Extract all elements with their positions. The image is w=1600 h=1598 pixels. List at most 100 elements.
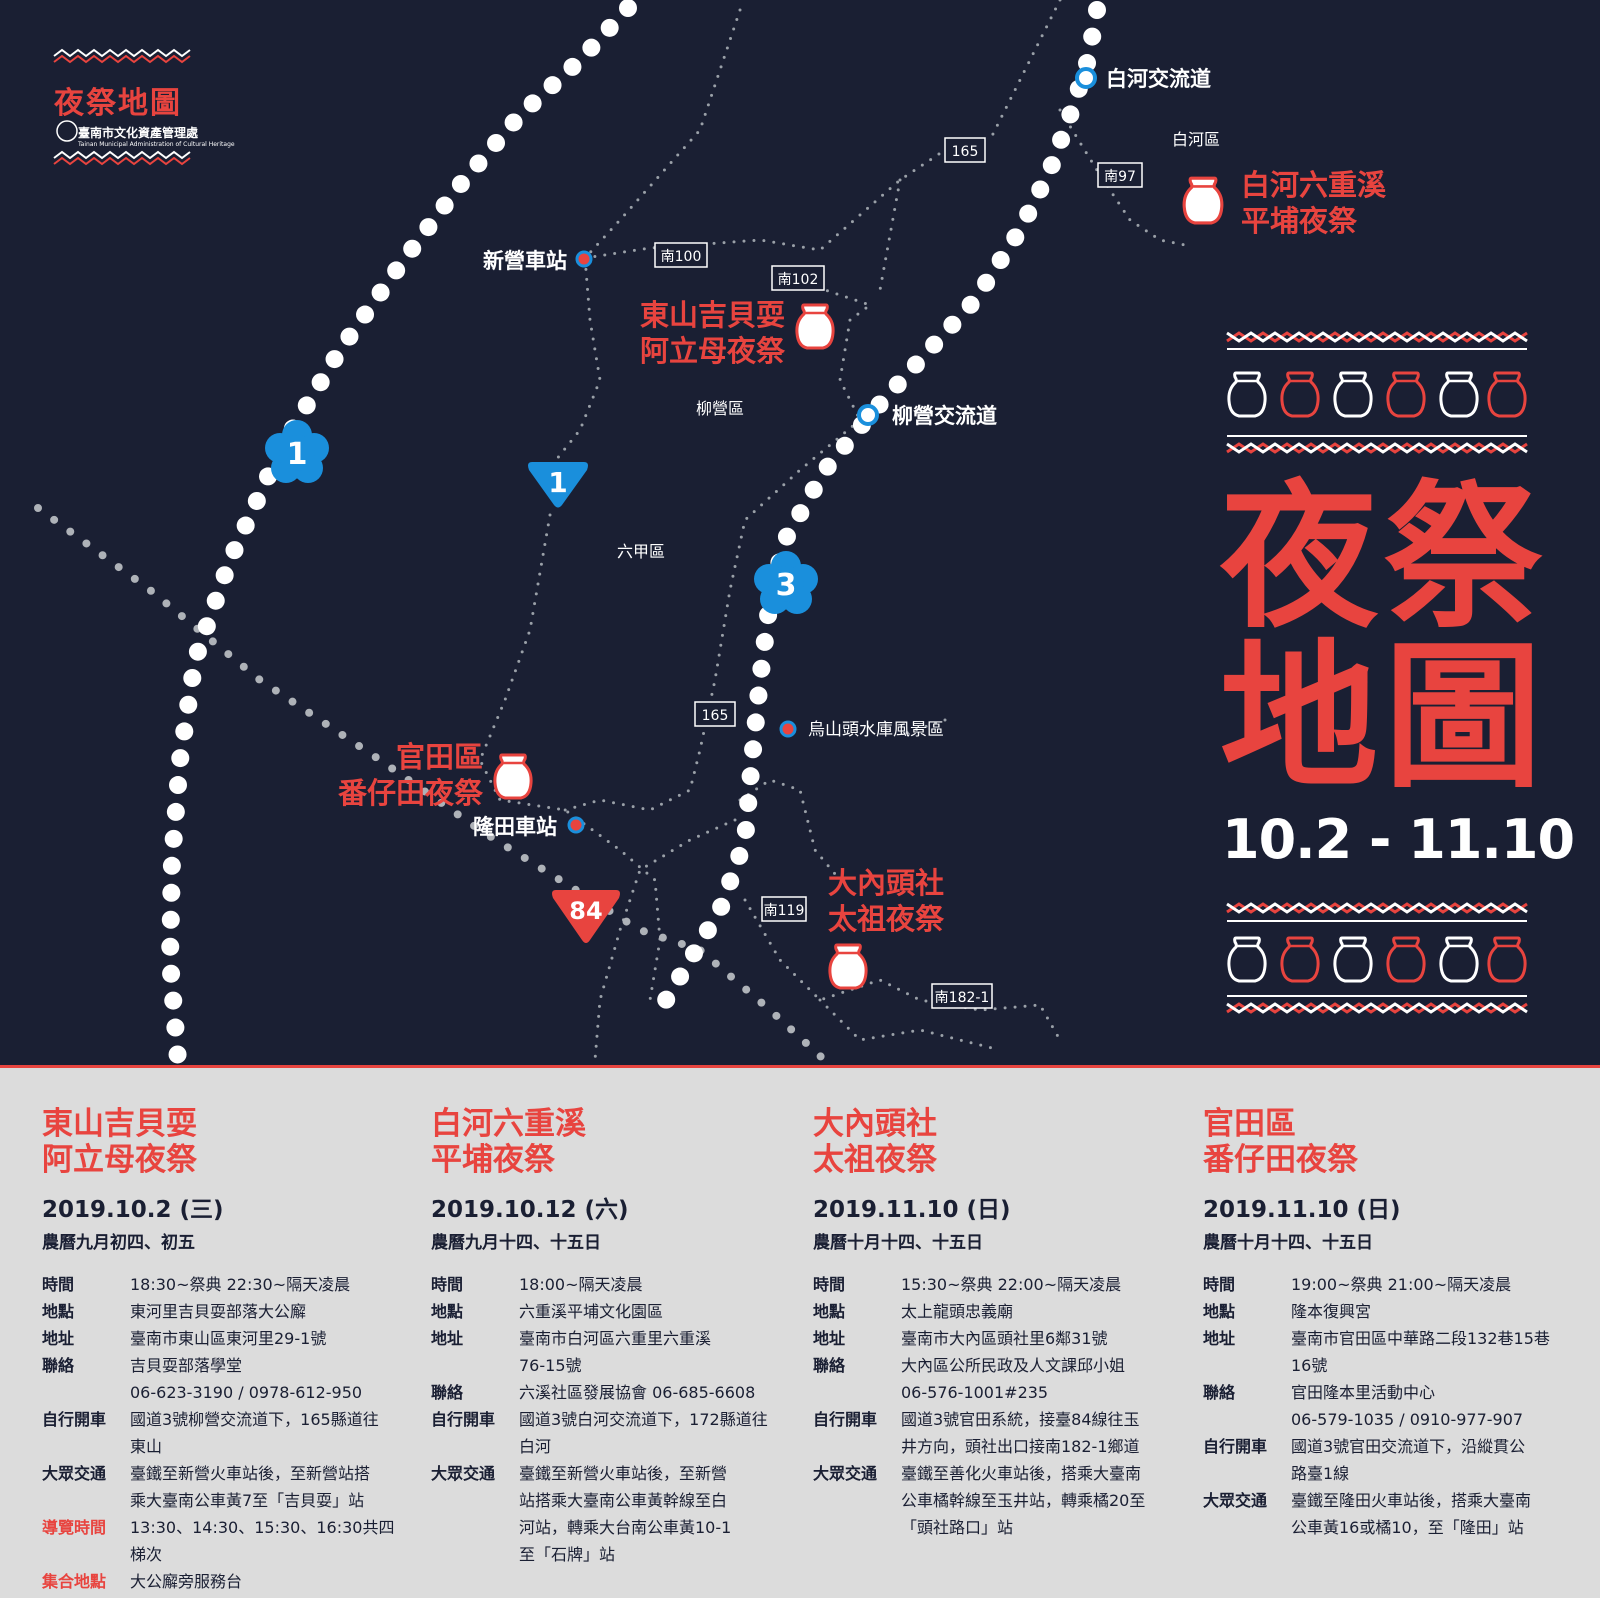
detail-key: 聯絡 bbox=[431, 1383, 464, 1402]
event-title: 大內頭社 太祖夜祭 bbox=[813, 1106, 937, 1178]
svg-text:太祖夜祭: 太祖夜祭 bbox=[828, 902, 945, 936]
event-title: 官田區 番仔田夜祭 bbox=[1203, 1106, 1358, 1178]
detail-key: 地址 bbox=[42, 1329, 75, 1348]
detail-key: 時間 bbox=[42, 1275, 75, 1294]
event-details: 時間 18:30~祭典 22:30~隔天凌晨地點 東河里吉貝耍部落大公廨地址 臺南市東… bbox=[42, 1271, 402, 1595]
detail-row: 地址 臺南市東山區東河里29-1號 bbox=[42, 1325, 402, 1352]
detail-key: 大眾交通 bbox=[813, 1464, 878, 1483]
festival-guantian[interactable]: 官田區 番仔田夜祭 bbox=[338, 740, 533, 810]
road-tag-165-south: 165 bbox=[694, 701, 736, 727]
detail-value: 東河里吉貝耍部落大公廨 bbox=[130, 1302, 307, 1321]
detail-row: 自行開車 國道3號柳營交流道下，165縣道往 東山 bbox=[42, 1406, 402, 1460]
detail-key: 導覽時間 bbox=[42, 1518, 107, 1537]
detail-value: 國道3號官田系統，接臺84線往玉 井方向，頭社出口接南182-1鄉道 bbox=[901, 1410, 1140, 1456]
svg-text:南100: 南100 bbox=[661, 249, 702, 265]
ornament-band-lower bbox=[1226, 902, 1528, 922]
road-tag-nan182: 南182-1 bbox=[931, 983, 993, 1009]
road-tag-nan102: 南102 bbox=[771, 265, 825, 291]
event-date: 2019.10.2 (三) bbox=[42, 1197, 224, 1223]
freeway-3-shield: 3 bbox=[754, 551, 818, 614]
detail-key: 地點 bbox=[1203, 1302, 1236, 1321]
detail-value: 15:30~祭典 22:00~隔天凌晨 bbox=[901, 1275, 1122, 1294]
detail-row: 大眾交通臺鐵至新營火車站後，至新營站搭 乘大臺南公車黃7至「吉貝耍」站 bbox=[42, 1460, 402, 1514]
detail-value: 18:30~祭典 22:30~隔天凌晨 bbox=[130, 1275, 351, 1294]
svg-text:烏山頭水庫風景區: 烏山頭水庫風景區 bbox=[808, 720, 944, 740]
detail-value: 六重溪平埔文化園區 bbox=[519, 1302, 664, 1321]
logo-ornament-top bbox=[53, 48, 191, 64]
detail-key: 地點 bbox=[431, 1302, 464, 1321]
svg-text:白河六重溪: 白河六重溪 bbox=[1241, 168, 1387, 202]
detail-value: 臺鐵至新營火車站後，至新營站搭 乘大臺南公車黃7至「吉貝耍」站 bbox=[130, 1464, 371, 1510]
detail-row: 聯絡官田隆本里活動中心 06-579-1035 / 0910-977-907 bbox=[1203, 1379, 1563, 1433]
detail-value: 臺鐵至新營火車站後，至新營 站搭乘大臺南公車黃幹線至白 河站，轉乘大台南公車黃1… bbox=[519, 1464, 732, 1564]
svg-text:東山吉貝耍: 東山吉貝耍 bbox=[640, 298, 785, 332]
poster-title: 夜祭 地圖 bbox=[1220, 478, 1550, 798]
festival-danei[interactable]: 大內頭社 太祖夜祭 bbox=[828, 866, 945, 990]
detail-row: 集合地點大公廨旁服務台 bbox=[42, 1568, 402, 1595]
detail-value: 大公廨旁服務台 bbox=[130, 1572, 243, 1591]
district-liujia: 六甲區 bbox=[617, 542, 665, 561]
poi-wushantou: 烏山頭水庫風景區 bbox=[779, 720, 944, 740]
detail-key: 地點 bbox=[813, 1302, 846, 1321]
detail-key: 自行開車 bbox=[42, 1410, 107, 1429]
detail-row: 地點 太上龍頭忠義廟 bbox=[813, 1298, 1173, 1325]
detail-value: 臺南市東山區東河里29-1號 bbox=[130, 1329, 327, 1348]
detail-value: 臺南市白河區六重里六重溪 76-15號 bbox=[519, 1329, 712, 1375]
road-tag-nan97: 南97 bbox=[1097, 162, 1143, 188]
road-tags: 165 南100 南102 南97 165 南119 南182-1 bbox=[654, 137, 1143, 1009]
svg-text:南182-1: 南182-1 bbox=[935, 990, 990, 1006]
provincial-1-shield: 1 bbox=[528, 462, 588, 508]
logo-org: 臺南市文化資產管理處 Tainan Municipal Administrati… bbox=[78, 124, 235, 148]
detail-value: 吉貝耍部落學堂 06-623-3190 / 0978-612-950 bbox=[130, 1356, 363, 1402]
svg-text:番仔田夜祭: 番仔田夜祭 bbox=[338, 776, 484, 810]
interchange-liuying: 柳營交流道 bbox=[857, 404, 997, 428]
detail-key: 自行開車 bbox=[431, 1410, 496, 1429]
district-liuying: 柳營區 bbox=[696, 399, 744, 418]
logo-title: 夜祭地圖 bbox=[54, 86, 182, 121]
detail-key: 聯絡 bbox=[42, 1356, 75, 1375]
detail-value: 18:00~隔天凌晨 bbox=[519, 1275, 643, 1294]
detail-key: 地址 bbox=[431, 1329, 464, 1348]
detail-value: 國道3號柳營交流道下，165縣道往 東山 bbox=[130, 1410, 379, 1456]
svg-text:平埔夜祭: 平埔夜祭 bbox=[1241, 204, 1358, 238]
detail-value: 官田隆本里活動中心 06-579-1035 / 0910-977-907 bbox=[1291, 1383, 1524, 1429]
detail-value: 臺南市大內區頭社里6鄰31號 bbox=[901, 1329, 1108, 1348]
svg-text:3: 3 bbox=[776, 568, 797, 603]
svg-text:新營車站: 新營車站 bbox=[483, 249, 567, 273]
event-lunar-date: 農曆九月初四、初五 bbox=[42, 1233, 195, 1253]
detail-row: 時間 15:30~祭典 22:00~隔天凌晨 bbox=[813, 1271, 1173, 1298]
detail-key: 地點 bbox=[42, 1302, 75, 1321]
festival-baihe[interactable]: 白河六重溪 平埔夜祭 bbox=[1182, 168, 1387, 238]
detail-key: 大眾交通 bbox=[431, 1464, 496, 1483]
ornament-band-middle bbox=[1226, 435, 1528, 454]
road-tag-nan119: 南119 bbox=[761, 896, 807, 922]
logo-org-en: Tainan Municipal Administration of Cultu… bbox=[78, 141, 235, 148]
ornament-band-upper bbox=[1226, 331, 1528, 350]
detail-value: 太上龍頭忠義廟 bbox=[901, 1302, 1014, 1321]
svg-text:1: 1 bbox=[287, 437, 308, 472]
detail-value: 隆本復興宮 bbox=[1291, 1302, 1372, 1321]
detail-value: 臺南市官田區中華路二段132巷15巷 16號 bbox=[1291, 1329, 1550, 1375]
detail-value: 臺鐵至善化火車站後，搭乘大臺南 公車橘幹線至玉井站，轉乘橘20至 「頭社路口」站 bbox=[901, 1464, 1146, 1537]
detail-key: 自行開車 bbox=[1203, 1437, 1268, 1456]
road-tag-nan100: 南100 bbox=[654, 242, 708, 268]
detail-value: 六溪社區發展協會 06-685-6608 bbox=[519, 1383, 756, 1402]
provincial-84-shield: 84 bbox=[552, 890, 620, 943]
detail-value: 臺鐵至隆田火車站後，搭乘大臺南 公車黃16或橘10，至「隆田」站 bbox=[1291, 1491, 1532, 1537]
detail-row: 地址臺南市官田區中華路二段132巷15巷 16號 bbox=[1203, 1325, 1563, 1379]
detail-value: 19:00~祭典 21:00~隔天凌晨 bbox=[1291, 1275, 1512, 1294]
detail-key: 時間 bbox=[1203, 1275, 1236, 1294]
event-lunar-date: 農曆十月十四、十五日 bbox=[813, 1233, 983, 1253]
detail-row: 聯絡 吉貝耍部落學堂 06-623-3190 / 0978-612-950 bbox=[42, 1352, 402, 1406]
detail-row: 自行開車國道3號官田系統，接臺84線往玉 井方向，頭社出口接南182-1鄉道 bbox=[813, 1406, 1173, 1460]
detail-row: 地點 東河里吉貝耍部落大公廨 bbox=[42, 1298, 402, 1325]
festival-dongshan[interactable]: 東山吉貝耍 阿立母夜祭 bbox=[640, 298, 835, 368]
detail-key: 時間 bbox=[813, 1275, 846, 1294]
